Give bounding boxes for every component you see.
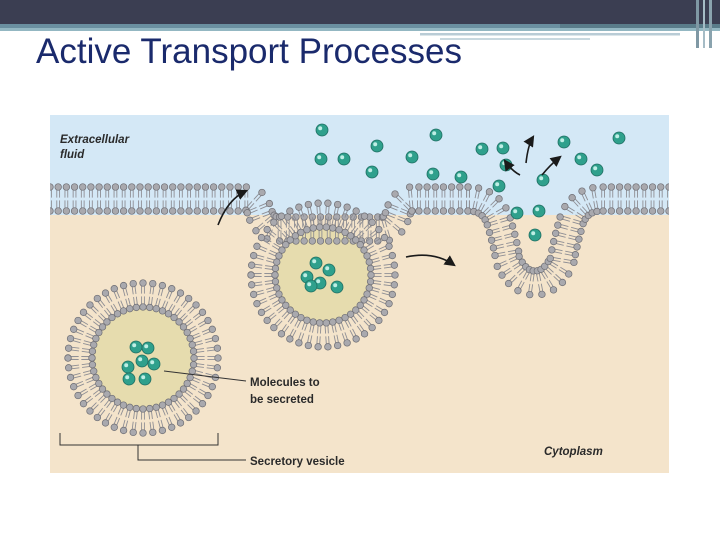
molecule (590, 163, 604, 177)
molecule (612, 131, 626, 145)
molecule (129, 340, 143, 354)
molecule (304, 279, 318, 293)
cytoplasm-label: Cytoplasm (544, 446, 603, 458)
molecule (492, 179, 506, 193)
molecule (147, 357, 161, 371)
molecules-label-line1: Molecules to (250, 377, 320, 389)
secretory-vesicle-membrane-2 (247, 199, 399, 351)
diagram-labels: Extracellular fluid Molecules to be secr… (60, 134, 603, 468)
molecule (135, 354, 149, 368)
secretory-vesicle-membrane-1 (64, 279, 222, 437)
molecule (536, 173, 550, 187)
plasma-membrane-fusing (464, 183, 669, 299)
molecule (574, 152, 588, 166)
molecule (121, 360, 135, 374)
molecule (429, 128, 443, 142)
secreted-molecules (121, 123, 626, 386)
molecule (322, 263, 336, 277)
molecule (557, 135, 571, 149)
molecule (309, 256, 323, 270)
extracellular-label-line2: fluid (60, 149, 85, 161)
molecules-label-line2: be secreted (250, 394, 314, 406)
molecule (330, 280, 344, 294)
transport-arrow-1 (217, 189, 249, 226)
vesicle-leader-line (137, 445, 246, 461)
label-leaders (59, 370, 247, 461)
vesicle-interior-2 (277, 229, 369, 321)
secretory-vesicle-label: Secretory vesicle (250, 456, 345, 468)
molecule (337, 152, 351, 166)
molecule (365, 165, 379, 179)
extracellular-label-line1: Extracellular (60, 134, 130, 146)
molecule (532, 204, 546, 218)
title-bar-decoration (0, 0, 720, 48)
molecule (405, 150, 419, 164)
transport-arrow-2 (405, 254, 456, 267)
molecule (454, 170, 468, 184)
extracellular-fluid-region (50, 115, 669, 215)
molecule (510, 206, 524, 220)
plasma-membrane-left (50, 183, 472, 245)
exocytosis-diagram: Extracellular fluid Molecules to be secr… (50, 115, 669, 473)
release-arrow-left (503, 159, 521, 176)
molecule (370, 139, 384, 153)
molecule (141, 341, 155, 355)
molecule (426, 167, 440, 181)
molecule (315, 123, 329, 137)
release-arrow-up (523, 135, 535, 164)
molecule (499, 158, 513, 172)
molecule (475, 142, 489, 156)
molecule (528, 228, 542, 242)
molecule (122, 372, 136, 386)
process-arrows (59, 135, 562, 461)
molecule (314, 152, 328, 166)
slide-title: Active Transport Processes (36, 32, 462, 71)
lipid-bilayers (50, 183, 669, 437)
molecule (496, 141, 510, 155)
molecule (138, 372, 152, 386)
vesicle-bracket (59, 433, 219, 446)
release-arrow-right (541, 155, 562, 176)
molecules-leader-line (163, 370, 247, 382)
